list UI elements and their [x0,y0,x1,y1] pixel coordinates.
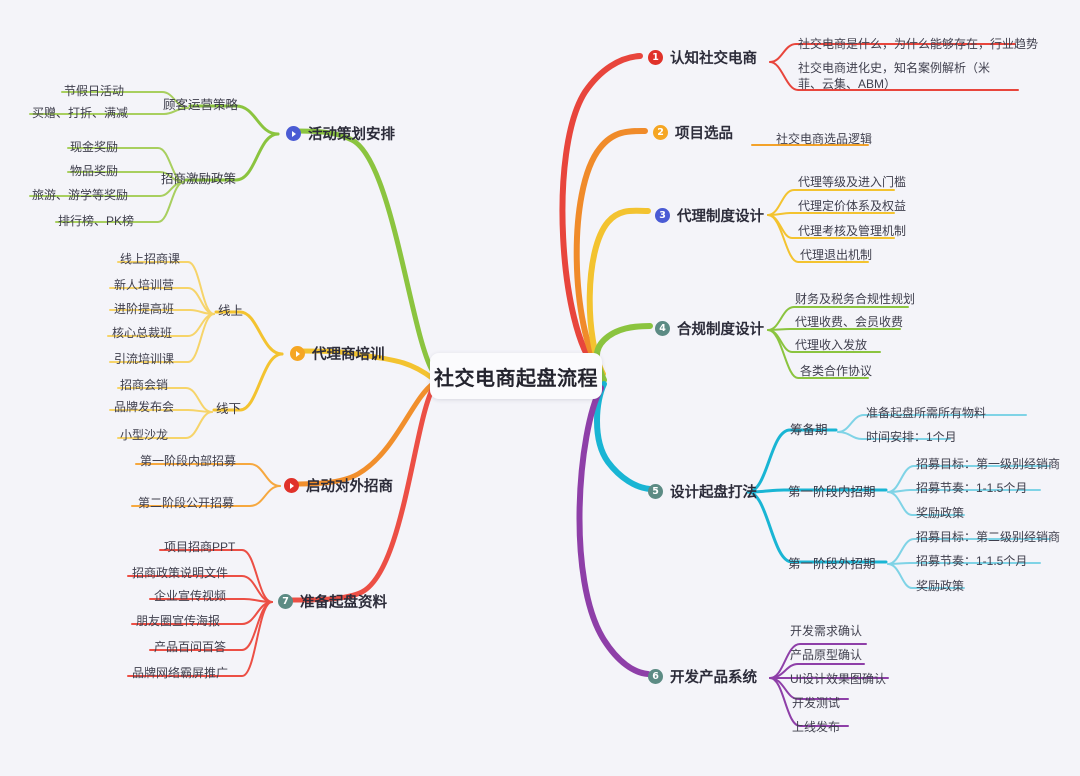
branch-label: 准备起盘资料 [300,595,387,611]
branch-label: 代理制度设计 [677,209,764,225]
badge-5-icon: 5 [648,484,663,499]
branch-label: 项目选品 [675,126,733,142]
leaf-node[interactable]: 现金奖励 [70,140,119,154]
leaf-node[interactable]: 各类合作协议 [800,364,873,378]
central-node[interactable]: 社交电商起盘流程 [430,353,602,399]
leaf-node[interactable]: 招募目标：第一级别经销商 [916,457,1061,471]
leaf-node[interactable]: 招商政策说明文件 [132,566,229,580]
branch-activity-planning[interactable]: 活动策划安排 [286,123,395,144]
leaf-node[interactable]: 奖励政策 [916,506,965,520]
subbranch-node[interactable]: 顾客运营策略 [163,98,239,112]
branch-prepare-materials[interactable]: 7 准备起盘资料 [278,591,387,612]
leaf-node[interactable]: 朋友圈宣传海报 [136,614,221,628]
branch-cognition[interactable]: 1 认知社交电商 [648,47,757,68]
branch-label: 合规制度设计 [677,322,764,338]
branch-start-recruiting[interactable]: 启动对外招商 [284,475,393,496]
leaf-node[interactable]: 上线发布 [792,720,841,734]
leaf-node[interactable]: 招商会销 [120,378,169,392]
branch-label: 认知社交电商 [670,51,757,67]
subbranch-node[interactable]: 招商激励政策 [161,172,237,186]
subbranch-node[interactable]: 线上 [218,304,244,318]
central-node-label: 社交电商起盘流程 [434,367,598,390]
leaf-node[interactable]: 招募节奏：1-1.5个月 [916,554,1028,568]
leaf-node[interactable]: 招募目标：第二级别经销商 [916,530,1061,544]
leaf-node[interactable]: 新人培训营 [114,278,175,292]
leaf-node[interactable]: 品牌发布会 [114,400,175,414]
leaf-node[interactable]: 开发测试 [792,696,841,710]
leaf-node[interactable]: 奖励政策 [916,579,965,593]
leaf-node[interactable]: 招募节奏：1-1.5个月 [916,481,1028,495]
branch-product-dev[interactable]: 6 开发产品系统 [648,666,757,687]
subbranch-node[interactable]: 线下 [216,402,242,416]
branch-compliance[interactable]: 4 合规制度设计 [655,318,764,339]
leaf-node[interactable]: 代理考核及管理机制 [798,224,907,238]
leaf-node[interactable]: 产品原型确认 [790,648,863,662]
badge-2-icon: 2 [653,125,668,140]
leaf-node[interactable]: 企业宣传视频 [154,589,227,603]
badge-6-icon: 6 [648,669,663,684]
leaf-node[interactable]: 第一阶段内部招募 [140,454,237,468]
leaf-node[interactable]: 物品奖励 [70,164,119,178]
badge-7-icon: 7 [278,594,293,609]
badge-play-icon [290,346,305,361]
leaf-node[interactable]: 核心总裁班 [112,326,173,340]
branch-label: 开发产品系统 [670,670,757,686]
leaf-node[interactable]: 小型沙龙 [120,428,169,442]
leaf-node[interactable]: 代理等级及进入门槛 [798,175,907,189]
branch-label: 代理商培训 [312,347,385,363]
branch-launch-plan[interactable]: 5 设计起盘打法 [648,481,757,502]
leaf-node[interactable]: 节假日活动 [64,84,125,98]
leaf-node[interactable]: 排行榜、PK榜 [58,214,135,228]
leaf-node[interactable]: UI设计效果图确认 [790,672,887,686]
leaf-node[interactable]: 第二阶段公开招募 [138,496,235,510]
leaf-node[interactable]: 社交电商是什么，为什么能够存在，行业趋势 [798,37,1039,51]
leaf-node[interactable]: 买赠、打折、满减 [32,106,129,120]
leaf-node[interactable]: 线上招商课 [120,252,181,266]
branch-label: 活动策划安排 [308,127,395,143]
leaf-node[interactable]: 社交电商进化史，知名案例解析（米菲、云集、ABM） [798,61,991,92]
branch-agent-training[interactable]: 代理商培训 [290,343,385,364]
badge-3-icon: 3 [655,208,670,223]
branch-agent-system[interactable]: 3 代理制度设计 [655,205,764,226]
badge-1-icon: 1 [648,50,663,65]
subbranch-node[interactable]: 筹备期 [790,423,828,437]
leaf-node[interactable]: 代理收费、会员收费 [795,315,904,329]
branch-selection[interactable]: 2 项目选品 [653,122,733,143]
leaf-node[interactable]: 时间安排：1个月 [866,430,957,444]
leaf-node[interactable]: 品牌网络霸屏推广 [132,666,229,680]
leaf-node[interactable]: 引流培训课 [114,352,175,366]
leaf-node[interactable]: 准备起盘所需所有物料 [866,406,987,420]
branch-label: 启动对外招商 [306,479,393,495]
leaf-node[interactable]: 项目招商PPT [164,540,236,554]
leaf-node[interactable]: 代理收入发放 [795,338,868,352]
leaf-node[interactable]: 旅游、游学等奖励 [32,188,129,202]
badge-4-icon: 4 [655,321,670,336]
branch-label: 设计起盘打法 [670,485,757,501]
leaf-node[interactable]: 代理退出机制 [800,248,873,262]
leaf-node[interactable]: 代理定价体系及权益 [798,199,907,213]
leaf-node[interactable]: 财务及税务合规性规划 [795,292,916,306]
leaf-node[interactable]: 产品百问百答 [154,640,227,654]
leaf-node[interactable]: 进阶提高班 [114,302,175,316]
subbranch-node[interactable]: 第一阶段内招期 [788,485,876,499]
subbranch-node[interactable]: 第一阶段外招期 [788,557,876,571]
badge-play-icon [284,478,299,493]
leaf-node[interactable]: 社交电商选品逻辑 [776,132,873,146]
badge-play-icon [286,126,301,141]
leaf-node[interactable]: 开发需求确认 [790,624,863,638]
